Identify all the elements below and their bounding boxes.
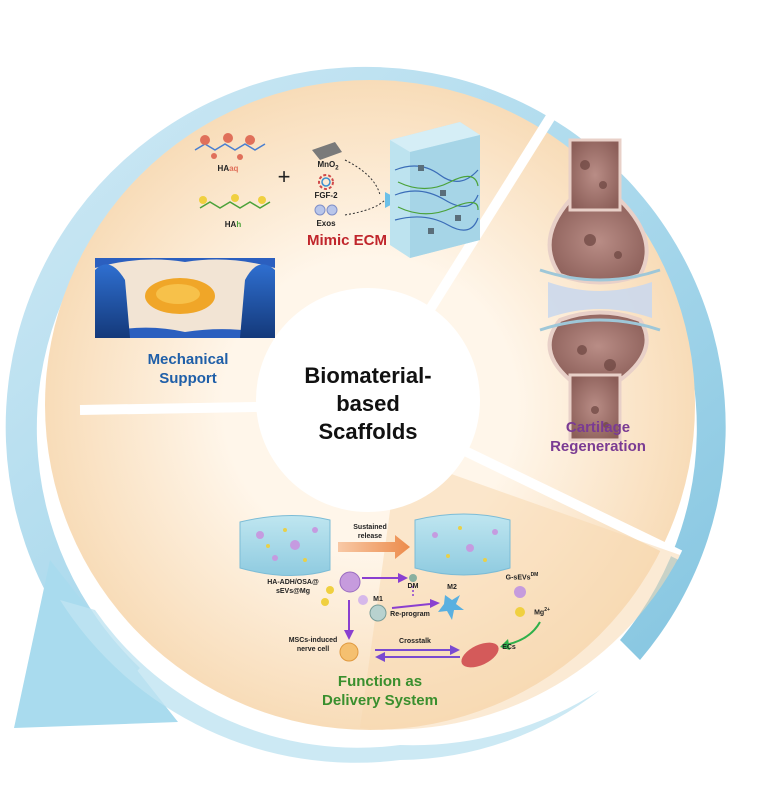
plus-sign: + xyxy=(277,164,291,189)
exos-icon xyxy=(314,204,338,216)
delivery-line1: Function as xyxy=(337,673,423,690)
haaq-label: HAaq xyxy=(217,164,239,173)
mimic-ecm-title: Mimic ECM xyxy=(306,232,387,249)
mg-label: Mg2+ xyxy=(534,607,550,617)
circular-arrow-ring xyxy=(5,66,726,763)
joint-cartilage-icon xyxy=(539,138,661,442)
hah-molecule-icon xyxy=(199,194,271,209)
hydrogel-block-left-icon xyxy=(239,515,331,576)
exos-label: Exos xyxy=(316,219,336,228)
m2-macrophage-icon xyxy=(438,595,464,620)
delivery-line2: Delivery System xyxy=(322,692,438,709)
center-title-line3: Scaffolds xyxy=(318,419,418,444)
sustained-release-arrow xyxy=(338,535,410,559)
m1-label: M1 xyxy=(373,596,383,603)
hydrogel-cube-icon xyxy=(390,122,480,258)
delivery-system-title: Function as Delivery System xyxy=(290,672,470,710)
mechanical-support-title: Mechanical Support xyxy=(118,350,258,388)
ecs-label: ECs xyxy=(502,644,516,651)
mg-ion-icon xyxy=(515,607,525,617)
gsevs-icon xyxy=(514,586,526,598)
cartilage-line1: Cartilage xyxy=(565,419,631,436)
crosstalk-label: Crosstalk xyxy=(399,638,431,645)
sev-cell-cluster-icon xyxy=(321,571,368,606)
mechanical-support-photo xyxy=(95,258,275,338)
mechanical-support-line2: Support xyxy=(159,370,217,387)
mno2-label: MnO2 xyxy=(317,160,339,172)
ecs-cell-icon xyxy=(461,642,499,668)
dm-dot-icon xyxy=(409,574,417,582)
cartilage-line2: Regeneration xyxy=(550,438,646,455)
m2-label: M2 xyxy=(447,584,457,591)
center-circle xyxy=(256,288,480,512)
center-title-line1: Biomaterial- xyxy=(304,363,432,388)
hydrogel-block-right-icon xyxy=(414,513,511,576)
mscs-nerve-cell-label: MSCs-induced nerve cell xyxy=(288,637,338,653)
hah-label: HAh xyxy=(224,220,242,229)
mno2-icon xyxy=(312,142,342,160)
m1-macrophage-icon xyxy=(369,604,387,622)
fgf2-label: FGF-2 xyxy=(314,191,338,200)
mechanical-support-line1: Mechanical xyxy=(147,351,229,368)
cartilage-regeneration-title: Cartilage Regeneration xyxy=(523,418,673,456)
center-title: Biomaterial- based Scaffolds xyxy=(293,362,443,446)
sustained-release-label: Sustained release xyxy=(353,524,387,540)
dm-label: DM xyxy=(407,583,419,590)
mscs-nerve-cell-icon xyxy=(339,642,359,662)
center-title-line2: based xyxy=(336,391,400,416)
gsevs-label: G-sEVsDM xyxy=(505,572,539,582)
fgf2-icon xyxy=(318,174,334,190)
reprogram-label: Re-program xyxy=(390,611,430,618)
ha-adh-osa-label: HA-ADH/OSA@ sEVs@Mg xyxy=(267,579,319,595)
haaq-molecule-icon xyxy=(194,133,266,160)
